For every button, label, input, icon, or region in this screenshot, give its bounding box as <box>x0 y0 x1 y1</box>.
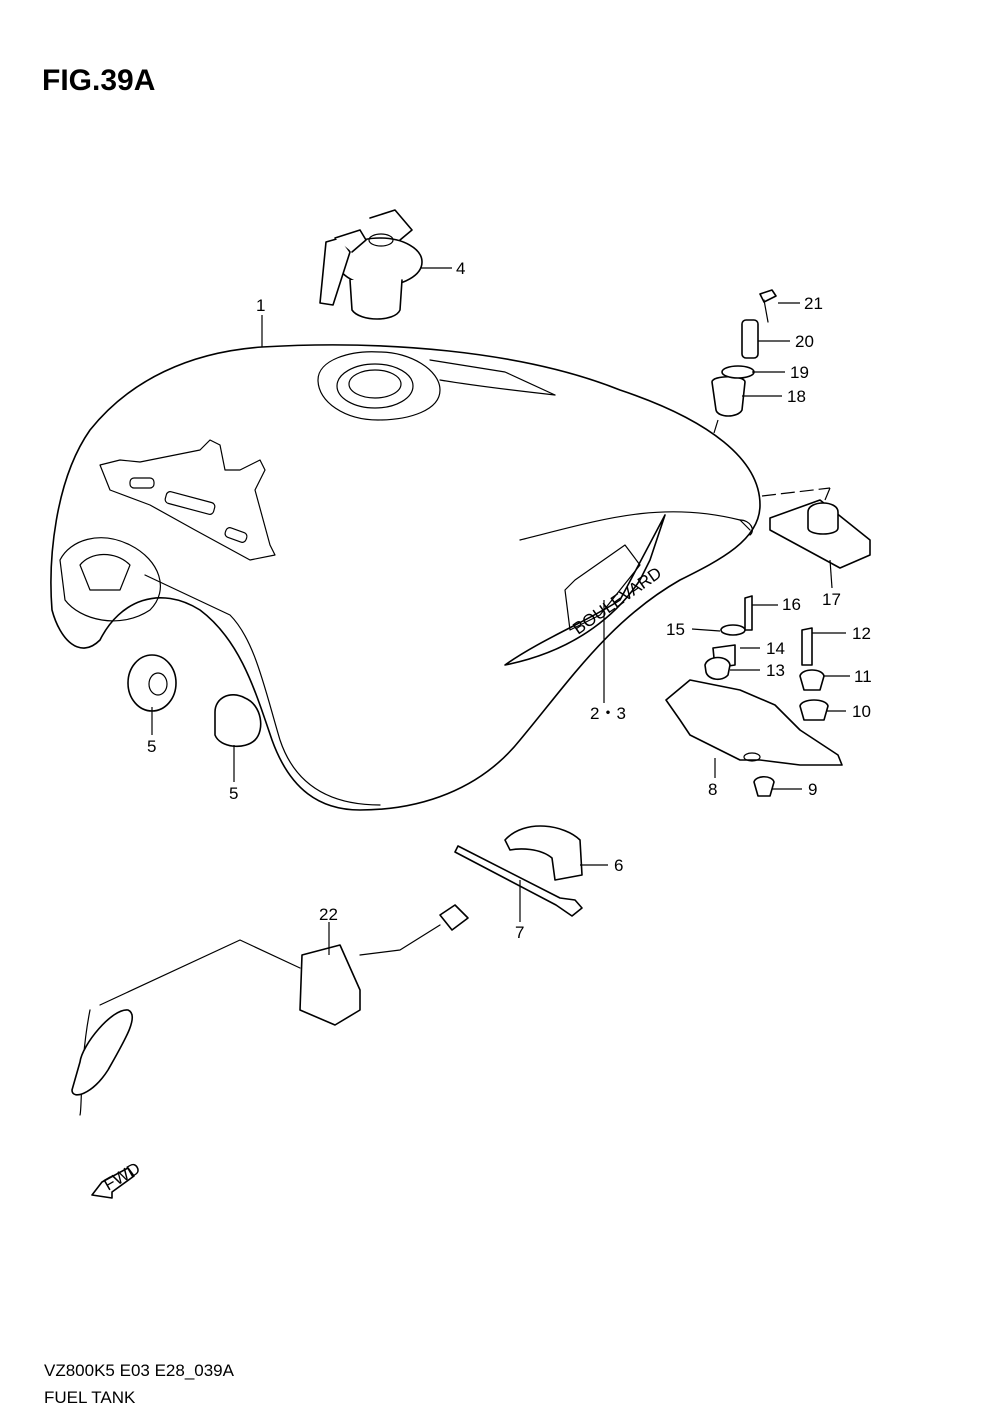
fwd-arrow-icon: FWD <box>91 1159 144 1199</box>
callout-1: 1 <box>256 296 265 315</box>
leader-lines <box>151 267 850 955</box>
callout-16: 16 <box>782 595 801 614</box>
callout-5a: 5 <box>147 737 156 756</box>
callout-14: 14 <box>766 639 785 658</box>
fuel-cap-drawing <box>319 209 423 320</box>
callout-11: 11 <box>854 667 872 686</box>
callout-19: 19 <box>790 363 809 382</box>
callout-22: 22 <box>319 905 338 924</box>
fuel-gauge-drawing <box>71 904 469 1116</box>
front-bracket-drawings <box>665 595 843 797</box>
figure-title: FIG.39A <box>42 64 155 97</box>
callout-21: 21 <box>804 294 823 313</box>
cushion-drawings <box>127 654 262 748</box>
callout-20: 20 <box>795 332 814 351</box>
callout-4: 4 <box>456 259 465 278</box>
fuel-tank-drawing <box>50 344 761 811</box>
callout-9: 9 <box>808 780 817 799</box>
callout-12: 12 <box>852 624 871 643</box>
diagram-name: FUEL TANK <box>44 1388 136 1407</box>
callout-15: 15 <box>666 620 685 639</box>
callout-2-3: 2・3 <box>590 704 626 723</box>
callout-labels: 1 4 21 20 19 18 17 16 15 14 13 12 11 10 … <box>147 259 872 942</box>
callout-18: 18 <box>787 387 806 406</box>
callout-13: 13 <box>766 661 785 680</box>
callout-10: 10 <box>852 702 871 721</box>
diagram-code: VZ800K5 E03 E28_039A <box>44 1361 235 1380</box>
callout-17: 17 <box>822 590 841 609</box>
protector-clamp-drawings <box>454 825 583 917</box>
callout-6: 6 <box>614 856 623 875</box>
callout-7: 7 <box>515 923 524 942</box>
fwd-label: FWD <box>101 1159 144 1195</box>
callout-5b: 5 <box>229 784 238 803</box>
callout-8: 8 <box>708 780 717 799</box>
